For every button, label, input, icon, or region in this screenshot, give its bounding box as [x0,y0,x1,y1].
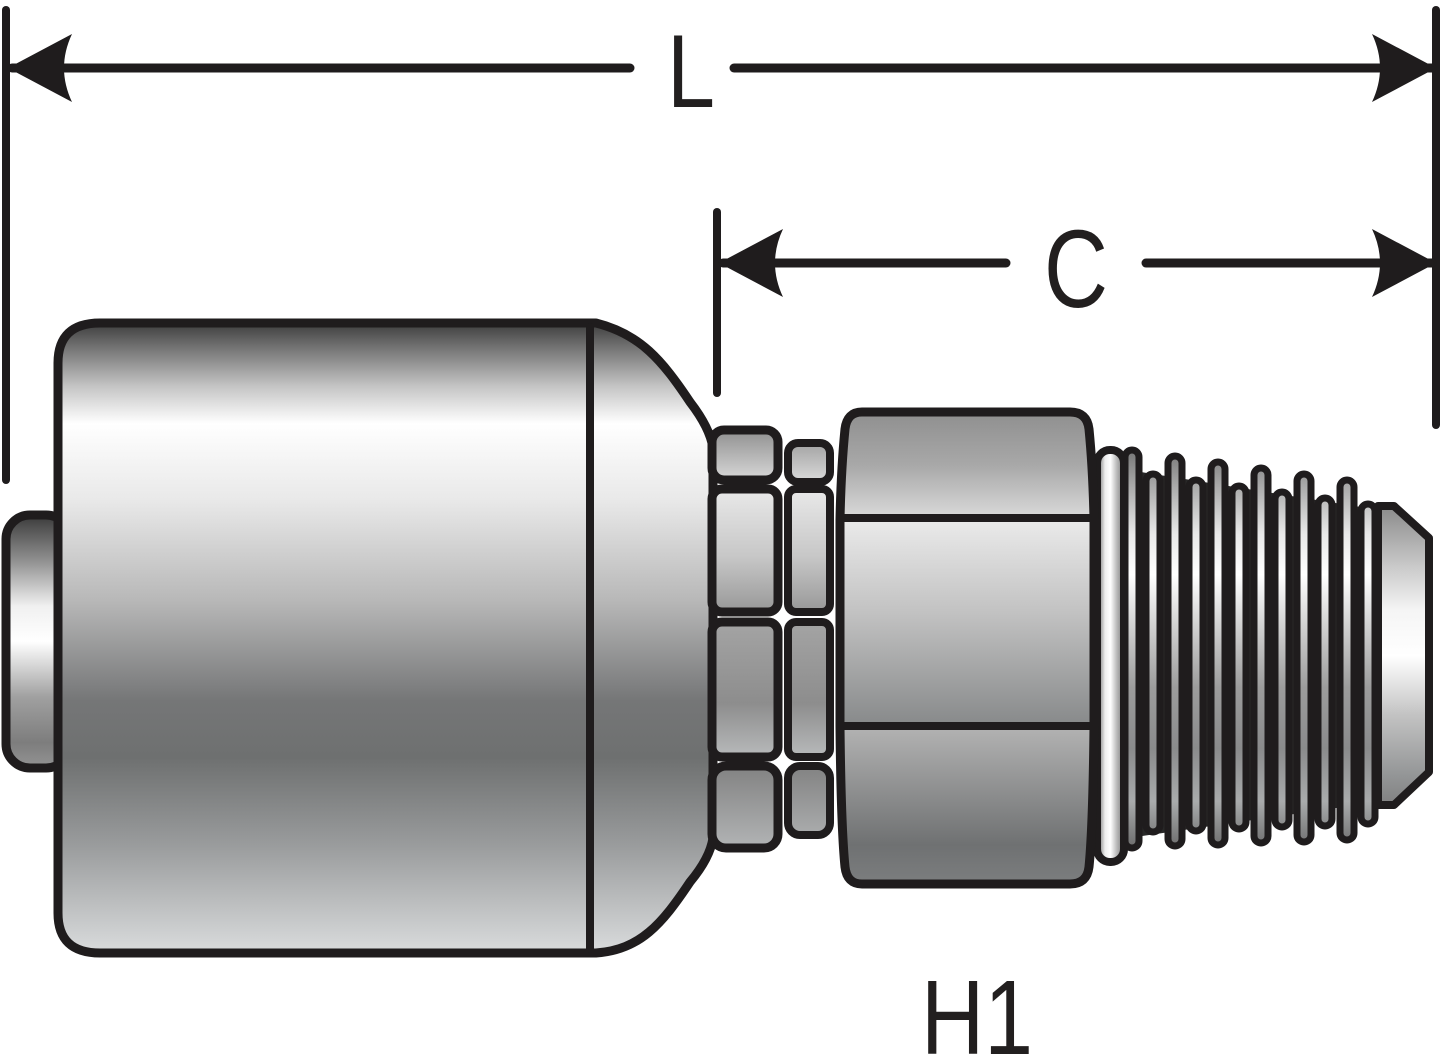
collar-segment [784,762,834,839]
thread-crest [1314,494,1336,830]
hex-nut-facet-middle [840,518,1094,728]
dimension-L: L [2,6,1440,484]
collar-segment [784,485,834,616]
thread-relief-ring [1093,446,1128,866]
dimension-label-C: C [1044,208,1108,331]
collar-segment [784,618,834,761]
thread-crest [1185,476,1207,835]
hex-size-label: H1 [921,959,1033,1058]
fitting-illustration [1,318,1433,958]
thread-crest [1271,488,1293,831]
thread-crest [1228,482,1250,833]
collar-ring-back [784,439,834,839]
dimension-label-L: L [667,14,715,130]
dimension-C: C [713,208,1437,397]
thread-crest [1164,452,1186,850]
collar-segment [784,439,834,486]
arrowhead-right-icon [1372,34,1436,102]
thread-crest [1250,464,1272,847]
arrowhead-left-icon [719,229,783,297]
thread-crest [1121,446,1143,852]
hex-nut-outline [835,407,1099,889]
thread-crest [1142,470,1164,836]
collar-segment [707,617,783,762]
thread-crest [1357,500,1379,828]
collar-ring-front [707,425,783,853]
thread-tip-chamfer [1374,502,1433,809]
thread-crest [1207,458,1229,849]
thread-crest [1336,476,1358,844]
thread-crest [1293,470,1315,846]
hex-nut-facet-top [840,412,1094,518]
pipe-thread [1121,446,1433,852]
collar-segment [707,484,783,617]
hex-nut [835,407,1099,889]
collar-segment [707,425,783,485]
hex-nut-facet-bottom [840,726,1094,884]
arrowhead-left-icon [8,34,72,102]
collar-segment [707,761,783,853]
crimp-shell [53,318,718,958]
arrowhead-right-icon [1372,229,1436,297]
